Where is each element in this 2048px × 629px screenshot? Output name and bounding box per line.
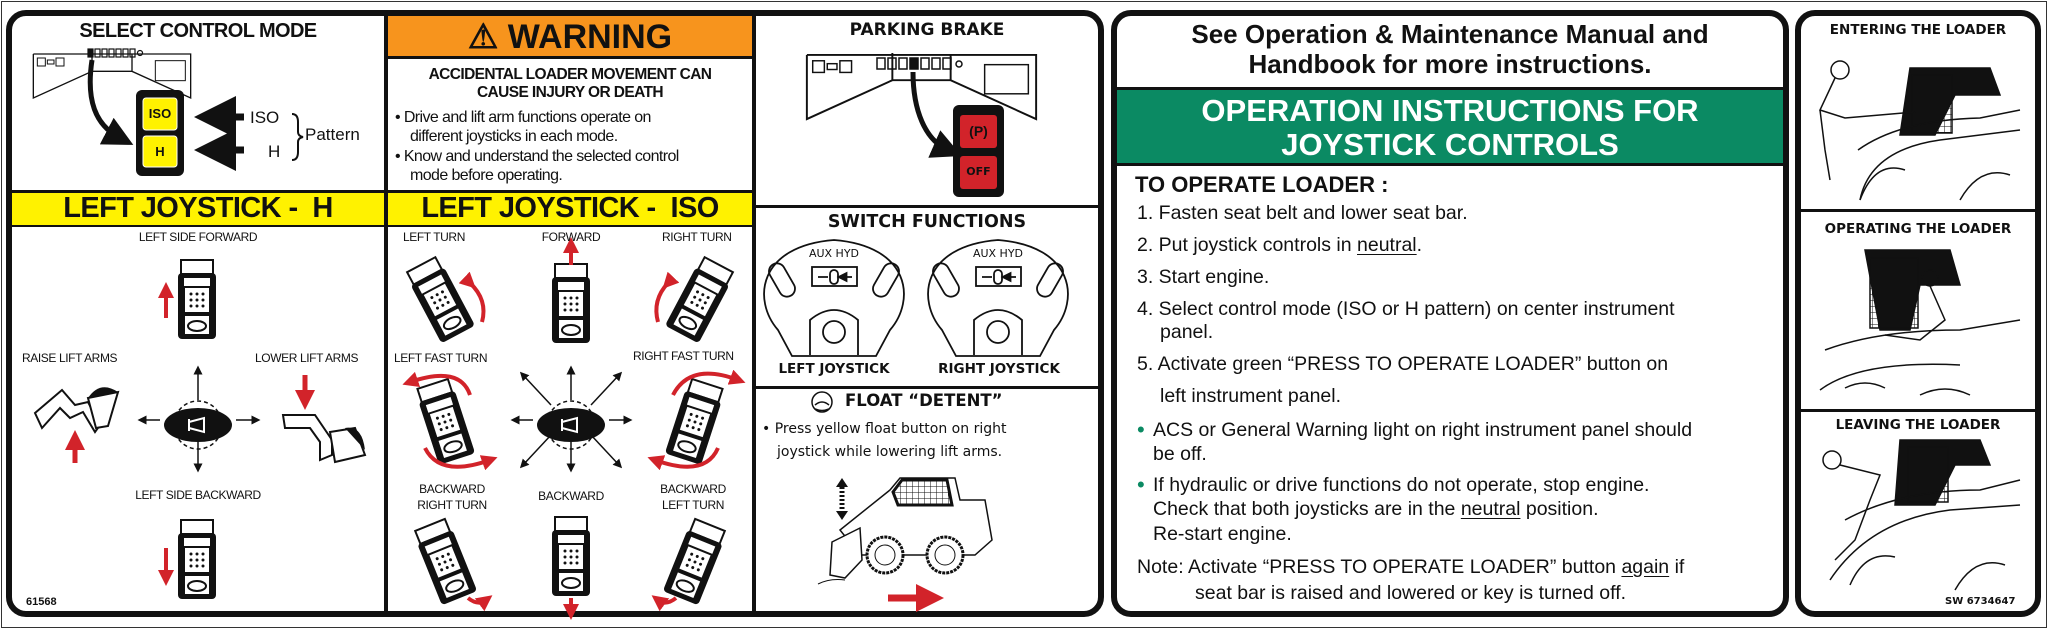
instructions-banner <box>1117 87 1783 166</box>
backward-label: BACKWARD <box>538 489 604 503</box>
see-manual-note: Handbook for more instructions. <box>1248 49 1652 79</box>
float-detent-title: FLOAT “DETENT” <box>845 391 1003 410</box>
step-emphasis: neutral <box>1357 234 1417 256</box>
divider <box>1801 409 2035 412</box>
iso-pattern-title: LEFT JOYSTICK - ISO <box>421 192 719 224</box>
h-pattern-label: H <box>268 142 281 161</box>
backward-right-turn-label: RIGHT TURN <box>417 498 487 512</box>
h-pattern-title: LEFT JOYSTICK - H <box>63 192 333 224</box>
pattern-label: Pattern <box>305 125 360 144</box>
instructions-banner-title: OPERATION INSTRUCTIONS FOR <box>1201 93 1699 128</box>
forward-label: FORWARD <box>541 230 601 244</box>
warning-bullet: • Know and understand the selected contr… <box>395 148 679 165</box>
green-bullet-icon: • <box>1137 472 1145 497</box>
divider <box>756 205 1098 208</box>
parking-brake-title: PARKING BRAKE <box>849 20 1005 40</box>
iso-pattern-label: ISO <box>250 108 280 127</box>
backward-left-turn-label: BACKWARD <box>660 482 726 496</box>
decal-code: SW 6734647 <box>1945 596 2016 607</box>
note-text: if <box>1669 556 1685 578</box>
step-5: 5. Activate green “PRESS TO OPERATE LOAD… <box>1137 353 1669 375</box>
divider <box>12 224 752 227</box>
bullet-text: position. <box>1520 498 1599 520</box>
joystick-pattern-decal <box>6 10 1104 617</box>
bullet-acs: be off. <box>1153 443 1207 465</box>
step-4: 4. Select control mode (ISO or H pattern… <box>1137 298 1675 320</box>
warning-headline: ACCIDENTAL LOADER MOVEMENT CAN <box>428 66 712 83</box>
step-text: 2. Put joystick controls in <box>1137 234 1358 256</box>
bullet-text: Check that both joysticks are in the <box>1153 498 1461 520</box>
divider <box>756 386 1098 389</box>
note: Note: Activate “PRESS TO OPERATE LOADER”… <box>1137 556 1685 578</box>
instructions-banner-title: JOYSTICK CONTROLS <box>1281 127 1619 162</box>
note: seat bar is raised and lowered or key is… <box>1195 582 1627 604</box>
warning-bullet: different joysticks in each mode. <box>410 128 618 145</box>
bullet-hydraulic: If hydraulic or drive functions do not o… <box>1153 474 1650 496</box>
warning-title: ⚠ WARNING <box>388 20 752 54</box>
iso-switch-label: ISO <box>148 106 172 121</box>
see-manual-note: See Operation & Maintenance Manual and <box>1191 19 1709 49</box>
step-4: panel. <box>1160 321 1214 343</box>
parking-brake-off-label: OFF <box>966 165 991 178</box>
left-side-backward-label: LEFT SIDE BACKWARD <box>135 488 261 502</box>
right-fast-turn-label: RIGHT FAST TURN <box>633 349 734 363</box>
raise-lift-arms-label: RAISE LIFT ARMS <box>22 351 118 365</box>
float-instruction: joystick while lowering lift arms. <box>777 444 1003 460</box>
aux-hyd-label: AUX HYD <box>808 247 860 260</box>
parking-brake-p-symbol: (P) <box>969 123 988 139</box>
entering-loader-title: ENTERING THE LOADER <box>1829 22 2007 38</box>
bullet-emphasis: neutral <box>1460 498 1521 520</box>
warning-band <box>388 16 752 59</box>
warning-headline: CAUSE INJURY OR DEATH <box>476 84 664 101</box>
left-fast-turn-label: LEFT FAST TURN <box>394 351 488 365</box>
left-joystick-label: LEFT JOYSTICK <box>778 361 890 377</box>
lower-lift-arms-label: LOWER LIFT ARMS <box>255 351 359 365</box>
float-instruction: • Press yellow float button on right <box>762 421 1007 437</box>
aux-hyd-label: AUX HYD <box>972 247 1024 260</box>
h-switch-label: H <box>155 144 165 159</box>
warning-triangle-icon: ⚠ <box>467 18 499 56</box>
note-text: Note: Activate “PRESS TO OPERATE LOADER”… <box>1137 556 1622 578</box>
right-turn-label: RIGHT TURN <box>662 230 732 244</box>
bullet-hydraulic: Check that both joysticks are in the neu… <box>1153 498 1599 520</box>
step-5: left instrument panel. <box>1160 385 1342 407</box>
step-3: 3. Start engine. <box>1137 266 1270 288</box>
part-number: 61568 <box>26 596 57 608</box>
left-side-forward-label: LEFT SIDE FORWARD <box>138 230 258 244</box>
step-2: 2. Put joystick controls in neutral. <box>1137 234 1423 256</box>
switch-functions-title: SWITCH FUNCTIONS <box>827 212 1027 232</box>
backward-right-turn-label: BACKWARD <box>419 482 485 496</box>
backward-left-turn-label: LEFT TURN <box>662 498 724 512</box>
step-1: 1. Fasten seat belt and lower seat bar. <box>1137 202 1468 224</box>
warning-bullet: mode before operating. <box>410 167 563 184</box>
leaving-loader-title: LEAVING THE LOADER <box>1835 417 2001 433</box>
select-control-mode-title: SELECT CONTROL MODE <box>79 20 317 42</box>
warning-title-text: WARNING <box>507 18 673 56</box>
operating-loader-title: OPERATING THE LOADER <box>1824 221 2012 237</box>
bullet-hydraulic: Re-start engine. <box>1153 523 1292 545</box>
h-pattern-band <box>12 190 384 225</box>
entry-exit-decal <box>1795 10 2041 617</box>
warning-bullet: • Drive and lift arm functions operate o… <box>395 109 651 126</box>
left-turn-label: LEFT TURN <box>403 230 465 244</box>
divider <box>752 14 756 612</box>
step-text: . <box>1416 234 1423 256</box>
to-operate-heading: TO OPERATE LOADER : <box>1135 172 1389 197</box>
bullet-acs: ACS or General Warning light on right in… <box>1153 419 1693 441</box>
divider <box>1801 209 2035 212</box>
right-joystick-label: RIGHT JOYSTICK <box>938 361 1060 377</box>
divider <box>384 14 388 612</box>
green-bullet-icon: • <box>1137 417 1145 442</box>
note-emphasis: again <box>1621 556 1670 578</box>
iso-pattern-band <box>388 190 752 225</box>
